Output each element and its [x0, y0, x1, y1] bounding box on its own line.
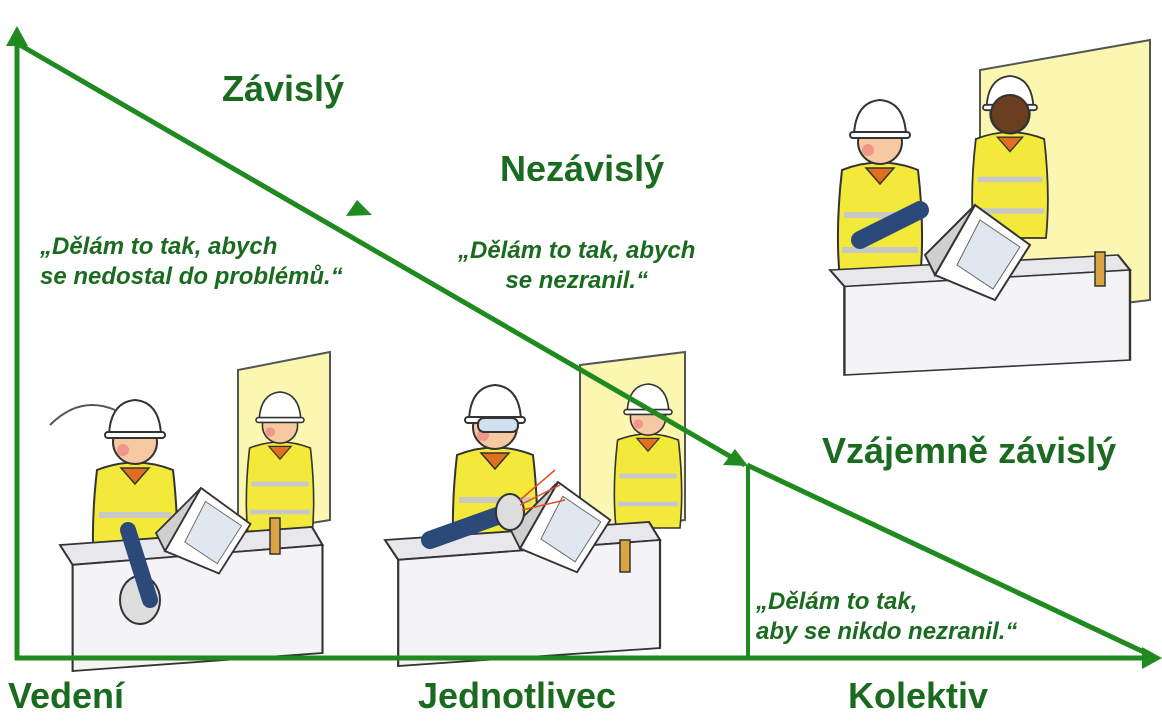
worker-grinding-with-goggles-illustration — [383, 350, 686, 668]
culture-progression-line — [18, 42, 1152, 658]
stage-title-dependent: Závislý — [222, 68, 345, 109]
stage-title-interdependent: Vzájemně závislý — [822, 430, 1117, 471]
stage-title-independent: Nezávislý — [500, 148, 665, 189]
mid-arrowhead — [346, 200, 372, 216]
quote-independent: „Dělám to tak, abych se nezranil.“ — [458, 237, 696, 294]
workers-helping-each-other-illustration — [828, 38, 1151, 377]
vertical-axis-arrowhead — [6, 26, 28, 46]
axis-label-individual: Jednotlivec — [418, 675, 617, 716]
axis-label-leadership: Vedení — [8, 675, 125, 716]
axis-label-collective: Kolektiv — [848, 675, 989, 716]
quote-interdependent: „Dělám to tak, aby se nikdo nezranil.“ — [756, 588, 1018, 645]
worker-grinding-supervised-illustration — [49, 350, 331, 673]
quote-dependent: „Dělám to tak, abych se nedostal do prob… — [40, 233, 343, 290]
step-arrowhead — [723, 449, 748, 466]
